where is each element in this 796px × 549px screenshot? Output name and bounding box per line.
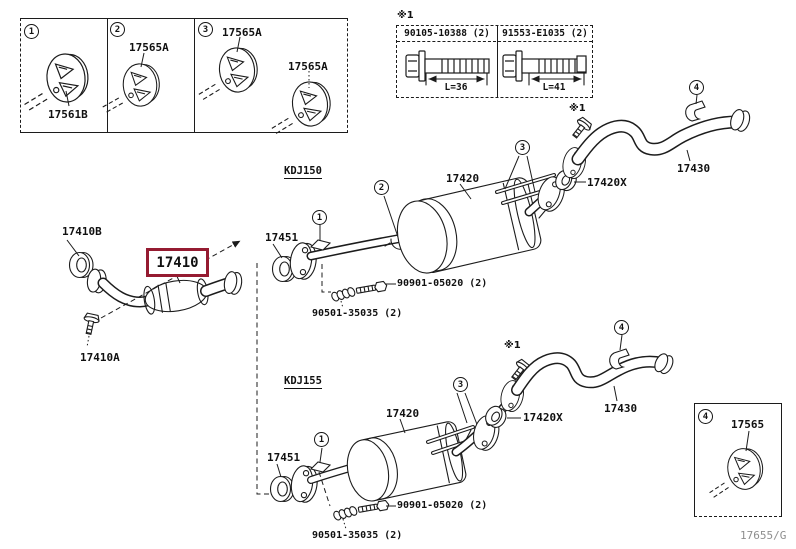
callout-4-top[interactable]: 4 bbox=[689, 80, 704, 95]
part-label-17451-bottom[interactable]: 17451 bbox=[267, 451, 301, 464]
bolt-table-header-rule bbox=[397, 41, 592, 42]
hanger-table-divider-1 bbox=[107, 19, 108, 132]
inset-hanger-drawing bbox=[703, 430, 767, 499]
note-marker-bottom: ※1 bbox=[504, 340, 521, 351]
bolt-table-note: ※1 bbox=[397, 10, 414, 21]
part-label-17410b[interactable]: 17410B bbox=[62, 225, 102, 238]
callout-2-table[interactable]: 2 bbox=[110, 22, 125, 37]
part-label-17410a[interactable]: 17410A bbox=[80, 351, 120, 364]
callout-4-inset[interactable]: 4 bbox=[698, 409, 713, 424]
bolt1-length-label: L=36 bbox=[444, 82, 468, 93]
part-label-17565[interactable]: 17565 bbox=[731, 418, 765, 431]
callout-4-bottom[interactable]: 4 bbox=[614, 320, 629, 335]
part-label-90901-top[interactable]: 90901-05020 (2) bbox=[397, 278, 488, 289]
callout-2-top[interactable]: 2 bbox=[374, 180, 389, 195]
bolt-table-drawings bbox=[405, 50, 587, 86]
figure-code: 17655/G bbox=[740, 529, 787, 542]
part-label-17451-top[interactable]: 17451 bbox=[265, 231, 299, 244]
model-code-kdj155: KDJ155 bbox=[284, 375, 322, 389]
part-label-90901-bottom[interactable]: 90901-05020 (2) bbox=[397, 500, 488, 511]
part-label-91553-e1035[interactable]: 91553-E1035 (2) bbox=[502, 28, 588, 39]
hanger-table-drawings bbox=[19, 36, 334, 135]
part-label-17565a-cell2[interactable]: 17565A bbox=[129, 41, 169, 54]
callout-3-top[interactable]: 3 bbox=[515, 140, 530, 155]
part-label-90105-10388[interactable]: 90105-10388 (2) bbox=[404, 28, 490, 39]
part-label-17410-highlighted[interactable]: 17410 bbox=[146, 248, 209, 277]
hanger-table-divider-2 bbox=[194, 19, 195, 132]
hanger-variants-table bbox=[20, 18, 348, 133]
callout-1-top[interactable]: 1 bbox=[312, 210, 327, 225]
bolt-spec-table bbox=[396, 25, 593, 98]
part-label-17420x-bottom[interactable]: 17420X bbox=[523, 411, 563, 424]
part-label-17565a-cell3a[interactable]: 17565A bbox=[222, 26, 262, 39]
inset-box bbox=[694, 403, 782, 517]
kdj150-muffler-drawing bbox=[271, 115, 594, 309]
part-label-17430-top[interactable]: 17430 bbox=[677, 162, 711, 175]
kdj150-front-pipe-drawing bbox=[66, 239, 243, 348]
part-label-17420-top[interactable]: 17420 bbox=[446, 172, 480, 185]
callout-3-bottom[interactable]: 3 bbox=[453, 377, 468, 392]
part-label-17420-bottom[interactable]: 17420 bbox=[386, 407, 420, 420]
note-marker-top: ※1 bbox=[569, 103, 586, 114]
part-label-90501-bottom[interactable]: 90501-35035 (2) bbox=[312, 530, 403, 541]
part-label-17561b[interactable]: 17561B bbox=[48, 108, 88, 121]
part-label-90501-top[interactable]: 90501-35035 (2) bbox=[312, 308, 403, 319]
part-label-17420x-top[interactable]: 17420X bbox=[587, 176, 627, 189]
part-label-17565a-cell3b[interactable]: 17565A bbox=[288, 60, 328, 73]
callout-3-table[interactable]: 3 bbox=[198, 22, 213, 37]
alternate-link-dashed-line bbox=[256, 263, 269, 495]
kdj150-tail-pipe-drawing bbox=[559, 94, 751, 181]
bolt2-length-label: L=41 bbox=[542, 82, 566, 93]
model-code-kdj150: KDJ150 bbox=[284, 165, 322, 179]
part-label-17430-bottom[interactable]: 17430 bbox=[604, 402, 638, 415]
callout-1-table[interactable]: 1 bbox=[24, 24, 39, 39]
bolt-table-divider bbox=[497, 26, 498, 97]
kdj155-muffler-drawing bbox=[269, 392, 521, 530]
kdj155-tail-pipe-drawing bbox=[497, 334, 674, 414]
callout-1-bottom[interactable]: 1 bbox=[314, 432, 329, 447]
